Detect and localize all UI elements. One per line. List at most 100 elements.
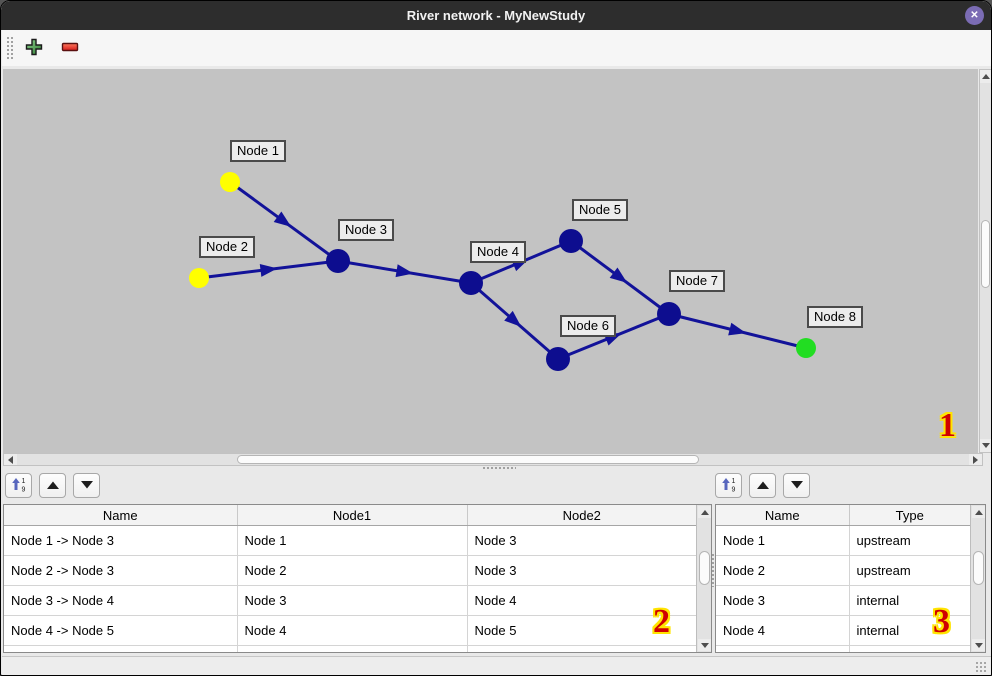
column-header[interactable]: Node1 xyxy=(237,505,468,526)
triangle-down-icon xyxy=(790,478,804,493)
table-cell[interactable]: Node 3 xyxy=(237,585,468,616)
table-cell[interactable]: upstream xyxy=(849,525,970,556)
table-cell[interactable]: Node 3 xyxy=(716,585,850,616)
toolbar-drag-handle[interactable] xyxy=(6,36,13,60)
move-down-button[interactable] xyxy=(783,473,810,498)
table-cell[interactable] xyxy=(237,645,468,652)
move-up-button[interactable] xyxy=(749,473,776,498)
scroll-up-button[interactable] xyxy=(698,506,711,518)
vertical-splitter-handle[interactable] xyxy=(711,553,716,587)
scroll-left-button[interactable] xyxy=(4,454,17,465)
network-node[interactable] xyxy=(657,302,681,326)
add-button[interactable] xyxy=(23,36,45,61)
node-label: Node 7 xyxy=(669,270,725,292)
table-cell[interactable]: internal xyxy=(849,585,970,616)
network-node[interactable] xyxy=(189,268,209,288)
scroll-down-button[interactable] xyxy=(980,439,991,452)
network-node[interactable] xyxy=(459,271,483,295)
reaches-table-scrollbar[interactable] xyxy=(696,505,711,652)
move-up-button[interactable] xyxy=(39,473,66,498)
titlebar: River network - MyNewStudy ✕ xyxy=(1,1,991,30)
arrow-up-icon xyxy=(981,74,990,79)
table-cell[interactable]: Node 1 -> Node 3 xyxy=(4,525,238,556)
column-header[interactable]: Name xyxy=(716,505,850,526)
table-cell[interactable]: Node 4 xyxy=(237,615,468,646)
vertical-scroll-thumb[interactable] xyxy=(973,551,984,585)
canvas-vertical-scrollbar[interactable] xyxy=(979,69,991,453)
window-title: River network - MyNewStudy xyxy=(406,8,586,23)
table-row[interactable] xyxy=(4,645,696,652)
sort-button[interactable]: 1 9 xyxy=(5,473,32,498)
table-cell[interactable]: Node 4 xyxy=(716,615,850,646)
scroll-down-button[interactable] xyxy=(698,639,711,651)
scroll-down-button[interactable] xyxy=(972,639,985,651)
horizontal-splitter-handle[interactable] xyxy=(482,466,516,471)
horizontal-scroll-thumb[interactable] xyxy=(237,455,699,464)
resize-grip[interactable] xyxy=(975,661,988,674)
table-cell[interactable]: Node 4 -> Node 5 xyxy=(4,615,238,646)
table-cell[interactable]: Node 3 xyxy=(467,555,696,586)
network-node[interactable] xyxy=(796,338,816,358)
arrow-up-icon xyxy=(974,509,983,515)
table-cell[interactable]: Node 3 -> Node 4 xyxy=(4,585,238,616)
flow-direction-arrow-icon xyxy=(273,211,292,227)
table-cell[interactable]: Node 2 xyxy=(237,555,468,586)
network-node[interactable] xyxy=(559,229,583,253)
triangle-down-icon xyxy=(80,478,94,493)
vertical-scroll-thumb[interactable] xyxy=(699,551,710,585)
network-node[interactable] xyxy=(326,249,350,273)
table-row[interactable] xyxy=(716,645,970,652)
close-button[interactable]: ✕ xyxy=(965,6,984,25)
table-cell[interactable]: internal xyxy=(849,615,970,646)
table-cell[interactable]: Node 4 xyxy=(467,585,696,616)
node-label: Node 4 xyxy=(470,241,526,263)
sort-icon: 1 9 xyxy=(721,476,737,495)
nodes-table-scrollbar[interactable] xyxy=(970,505,985,652)
network-node[interactable] xyxy=(220,172,240,192)
table-cell[interactable]: Node 2 -> Node 3 xyxy=(4,555,238,586)
remove-button[interactable] xyxy=(59,39,81,58)
scroll-right-button[interactable] xyxy=(969,454,982,465)
scroll-up-button[interactable] xyxy=(972,506,985,518)
table-cell[interactable]: Node 2 xyxy=(716,555,850,586)
vertical-scroll-thumb[interactable] xyxy=(981,220,990,288)
canvas-horizontal-scrollbar[interactable] xyxy=(3,453,983,466)
svg-text:1: 1 xyxy=(731,478,735,485)
column-header[interactable]: Name xyxy=(4,505,238,526)
sort-icon: 1 9 xyxy=(11,476,27,495)
table-cell[interactable] xyxy=(467,645,696,652)
scroll-up-button[interactable] xyxy=(980,70,991,83)
table-cell[interactable]: Node 3 xyxy=(467,525,696,556)
table-cell[interactable]: upstream xyxy=(849,555,970,586)
triangle-up-icon xyxy=(756,478,770,493)
table-cell[interactable] xyxy=(4,645,238,652)
network-node[interactable] xyxy=(546,347,570,371)
column-header[interactable]: Node2 xyxy=(467,505,696,526)
table-cell[interactable] xyxy=(849,645,970,652)
table-cell[interactable]: Node 1 xyxy=(716,525,850,556)
svg-text:9: 9 xyxy=(21,487,25,493)
sort-button[interactable]: 1 9 xyxy=(715,473,742,498)
nodes-toolbar: 1 9 xyxy=(715,473,810,501)
table-cell[interactable]: Node 1 xyxy=(237,525,468,556)
arrow-down-icon xyxy=(974,642,983,648)
flow-direction-arrow-icon xyxy=(728,322,747,336)
svg-text:9: 9 xyxy=(731,487,735,493)
column-header[interactable]: Type xyxy=(849,505,970,526)
close-icon: ✕ xyxy=(970,10,979,21)
flow-direction-arrow-icon xyxy=(504,310,522,327)
table-cell[interactable]: Node 5 xyxy=(467,615,696,646)
table-cell[interactable] xyxy=(716,645,850,652)
move-down-button[interactable] xyxy=(73,473,100,498)
